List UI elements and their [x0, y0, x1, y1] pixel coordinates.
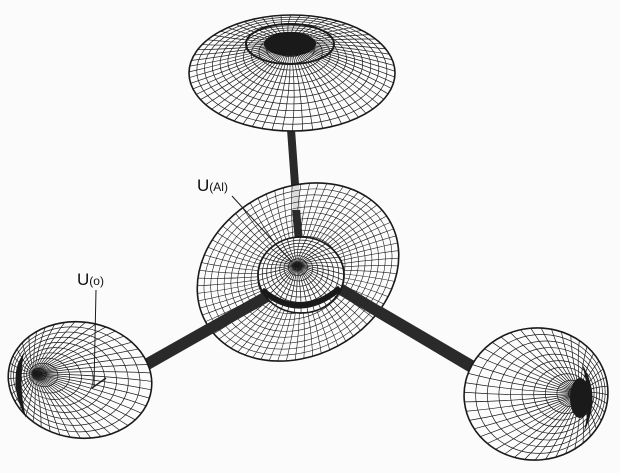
al-label: U(Al): [197, 176, 228, 195]
left-pole-dark: [15, 352, 26, 418]
al-label-sub: (Al): [209, 180, 228, 194]
o-leader-line: [93, 289, 97, 387]
al-core-ellipsoid: [257, 236, 345, 314]
o-label-sub: (o): [89, 274, 104, 288]
top-pole-dark: [264, 32, 316, 56]
al-leader-line: [231, 195, 293, 263]
left-oxygen-ellipsoid: [4, 318, 156, 442]
annotations: U(Al) U(o): [77, 176, 293, 389]
top-oxygen-ellipsoid: [188, 14, 396, 132]
bonds-front: [205, 210, 400, 334]
al-label-main: U: [197, 176, 209, 195]
o-pointer: [91, 377, 107, 389]
o-label: U(o): [77, 270, 104, 289]
right-oxygen-ellipsoid: [460, 324, 612, 464]
right-pole-dark: [582, 364, 593, 432]
o-label-main: U: [77, 270, 89, 289]
